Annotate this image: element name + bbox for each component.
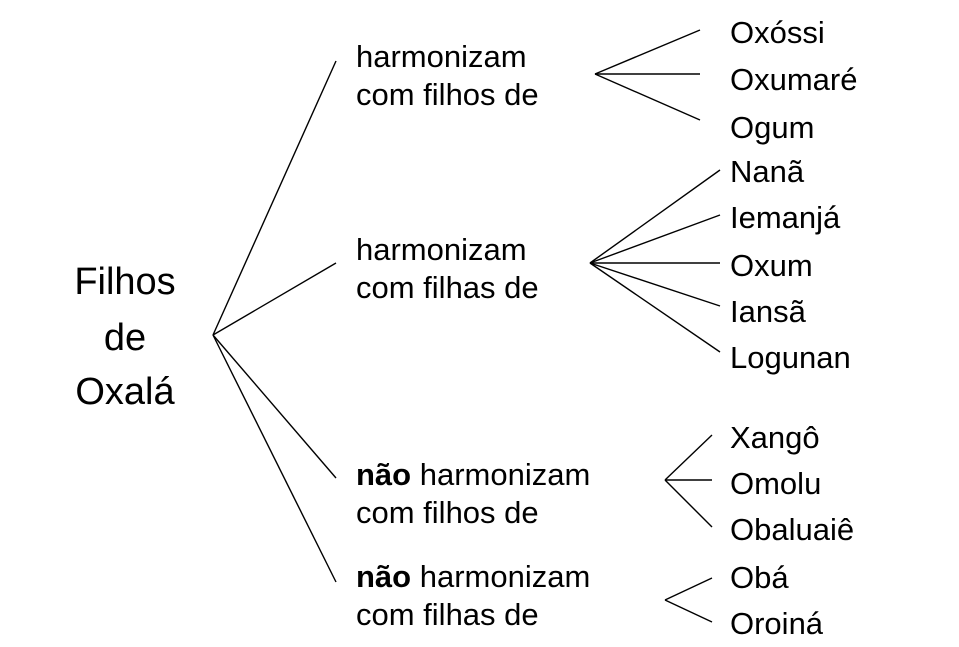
orixa-name: Logunan bbox=[730, 340, 851, 375]
branch-1-line-2: com filhos de bbox=[356, 77, 539, 112]
branch-4-line-2: com filhas de bbox=[356, 597, 539, 632]
orixa-name: Iemanjá bbox=[730, 200, 841, 235]
branch-4-verb: harmonizam bbox=[411, 559, 590, 594]
orixa-name: Obá bbox=[730, 560, 789, 595]
connector-root-to-branch-2 bbox=[212, 262, 337, 336]
orixa-name: Oxum bbox=[730, 248, 813, 283]
connector-branch-1-leaf-3 bbox=[594, 73, 701, 121]
root-title-line-1: Filhos bbox=[74, 261, 175, 303]
connector-root-to-branch-3 bbox=[212, 334, 337, 479]
root-connectors bbox=[212, 60, 337, 583]
connector-branch-2-leaf-5 bbox=[589, 262, 721, 353]
connector-branch-2-leaf-1 bbox=[589, 169, 721, 264]
branch-4-label: não harmonizam com filhas de bbox=[356, 559, 590, 632]
branch-2-verb: harmonizam bbox=[356, 232, 527, 267]
orixa-name: Xangô bbox=[730, 420, 820, 455]
connector-branch-1-leaf-1 bbox=[594, 29, 701, 75]
branch-1-line-1: harmonizam bbox=[356, 39, 527, 74]
branch-3-line-1: não harmonizam bbox=[356, 457, 590, 492]
orixa-name: Iansã bbox=[730, 294, 807, 329]
branch-3-orixas: Xangô Omolu Obaluaiê bbox=[730, 420, 854, 547]
branch-2-label: harmonizam com filhas de bbox=[356, 232, 539, 305]
orixa-name: Oxóssi bbox=[730, 15, 825, 50]
branch-4-negation: não bbox=[356, 559, 411, 594]
orixa-name: Oroiná bbox=[730, 606, 824, 641]
branch-1-orixas: Oxóssi Oxumaré Ogum bbox=[730, 15, 857, 145]
branch-3-negation: não bbox=[356, 457, 411, 492]
branch-3-verb: harmonizam bbox=[411, 457, 590, 492]
root-node: Filhos de Oxalá bbox=[74, 261, 175, 413]
connector-root-to-branch-4 bbox=[212, 334, 337, 583]
branch-2-orixas: Nanã Iemanjá Oxum Iansã Logunan bbox=[730, 154, 851, 375]
connector-root-to-branch-1 bbox=[212, 60, 337, 336]
orixa-name: Oxumaré bbox=[730, 62, 857, 97]
root-title-line-3: Oxalá bbox=[75, 371, 175, 413]
branch-3-label: não harmonizam com filhos de bbox=[356, 457, 590, 530]
orixa-name: Ogum bbox=[730, 110, 814, 145]
branch-2-line-1: harmonizam bbox=[356, 232, 527, 267]
orixa-name: Obaluaiê bbox=[730, 512, 854, 547]
branch-2-line-2: com filhas de bbox=[356, 270, 539, 305]
orixa-name: Nanã bbox=[730, 154, 805, 189]
branch-4-connectors bbox=[664, 577, 713, 623]
connector-branch-4-leaf-2 bbox=[664, 599, 713, 623]
branch-4-orixas: Obá Oroiná bbox=[730, 560, 824, 641]
branch-1-connectors bbox=[594, 29, 701, 121]
connector-branch-3-leaf-3 bbox=[664, 479, 713, 528]
branch-4-line-1: não harmonizam bbox=[356, 559, 590, 594]
branch-3-line-2: com filhos de bbox=[356, 495, 539, 530]
connector-branch-2-leaf-2 bbox=[589, 214, 721, 264]
branch-1-verb: harmonizam bbox=[356, 39, 527, 74]
connector-branch-4-leaf-1 bbox=[664, 577, 713, 601]
branch-3-connectors bbox=[664, 434, 713, 528]
branch-1-label: harmonizam com filhos de bbox=[356, 39, 539, 112]
orixa-name: Omolu bbox=[730, 466, 821, 501]
connector-branch-2-leaf-4 bbox=[589, 262, 721, 307]
root-title-line-2: de bbox=[104, 317, 146, 359]
branch-2-connectors bbox=[589, 169, 721, 353]
connector-branch-3-leaf-1 bbox=[664, 434, 713, 481]
